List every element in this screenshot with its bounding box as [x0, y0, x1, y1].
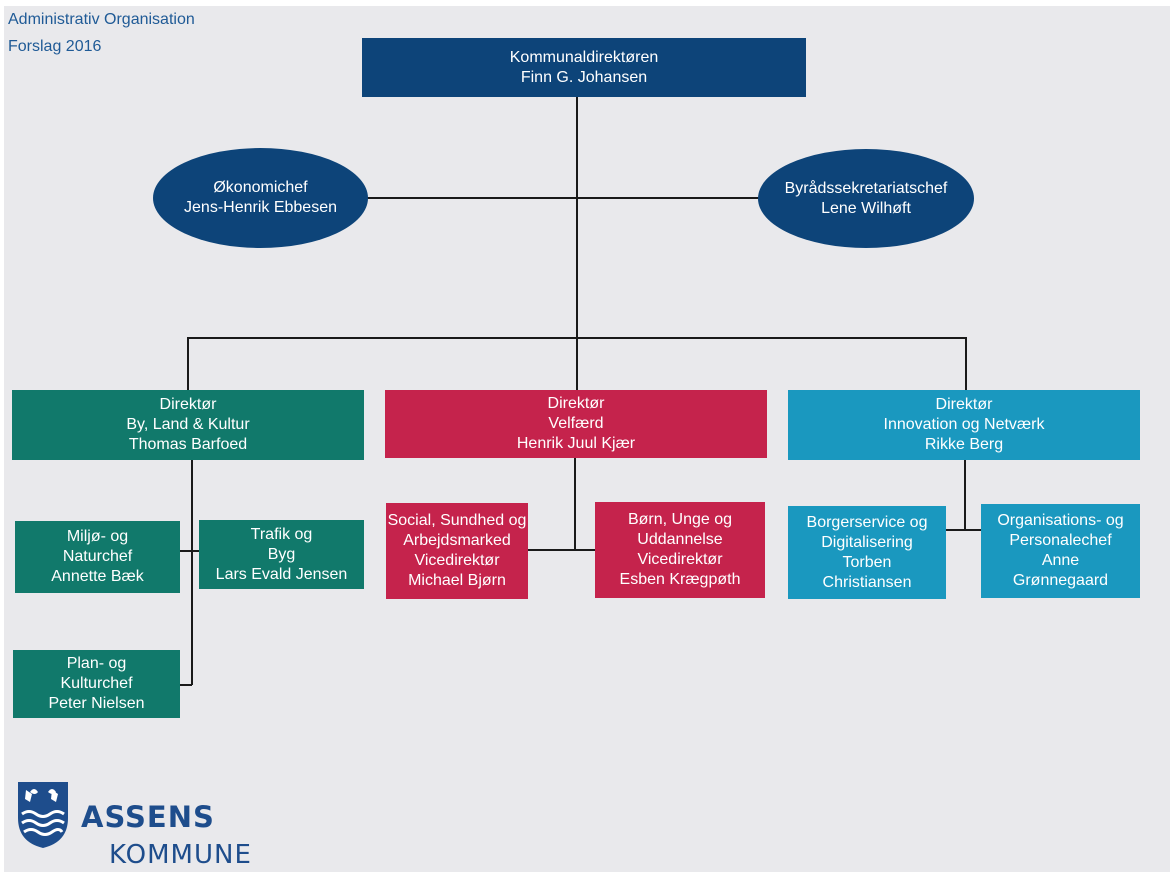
director-name: Thomas Barfoed — [128, 436, 248, 453]
unit-line: Børn, Unge og — [627, 511, 733, 528]
oval-title: Byrådssekretariatschef — [784, 179, 948, 197]
connector-director-left — [187, 337, 189, 391]
unit-line: Michael Bjørn — [408, 572, 506, 589]
director-name: Rikke Berg — [924, 436, 1004, 453]
connector-red-vertical — [574, 458, 576, 550]
unit-line: Grønnegaard — [1012, 572, 1109, 589]
borgerservice-box: Borgerservice og Digitalisering Torben C… — [788, 506, 946, 599]
born-unge-box: Børn, Unge og Uddannelse Vicedirektør Es… — [595, 502, 765, 598]
oval-name: Jens-Henrik Ebbesen — [184, 199, 337, 216]
director-by-land-kultur-box: Direktør By, Land & Kultur Thomas Barfoe… — [12, 390, 364, 460]
unit-line: Naturchef — [62, 548, 133, 565]
oval-title: Økonomichef — [213, 179, 308, 196]
box-name: Finn G. Johansen — [520, 68, 648, 86]
byradssekretariatschef-oval: Byrådssekretariatschef Lene Wilhøft — [758, 149, 974, 248]
trafik-byg-box: Trafik og Byg Lars Evald Jensen — [199, 520, 364, 589]
unit-line: Personalechef — [1009, 532, 1112, 549]
plan-kulturchef-box: Plan- og Kulturchef Peter Nielsen — [13, 650, 180, 718]
unit-line: Peter Nielsen — [48, 695, 145, 712]
oval-name: Lene Wilhøft — [821, 199, 911, 217]
director-innovation-box: Direktør Innovation og Netværk Rikke Ber… — [788, 390, 1140, 460]
unit-line: Anne — [1041, 552, 1080, 569]
unit-line: Organisations- og — [997, 512, 1124, 529]
connector-teal-vertical — [964, 460, 966, 530]
connector-green-row1 — [180, 550, 200, 552]
unit-line: Torben — [842, 553, 892, 571]
connector-green-vertical — [191, 460, 193, 685]
unit-line: Miljø- og — [66, 528, 129, 545]
box-title: Kommunaldirektøren — [509, 48, 659, 66]
connector-staff-horizontal — [360, 197, 765, 199]
crest-icon — [18, 782, 68, 848]
social-sundhed-box: Social, Sundhed og Arbejdsmarked Vicedir… — [386, 503, 528, 599]
unit-line: Lars Evald Jensen — [215, 565, 348, 583]
organisation-personalechef-box: Organisations- og Personalechef Anne Grø… — [981, 504, 1140, 598]
director-name: Henrik Juul Kjær — [516, 435, 636, 452]
connector-red-horizontal — [528, 549, 595, 551]
unit-line: Byg — [267, 545, 296, 563]
kommunaldirektor-box: Kommunaldirektøren Finn G. Johansen — [362, 38, 806, 97]
chart-title: Administrativ Organisation — [8, 11, 195, 28]
unit-line: Vicedirektør — [637, 551, 723, 568]
unit-line: Annette Bæk — [51, 568, 144, 585]
unit-line: Uddannelse — [637, 531, 723, 548]
connector-teal-horizontal — [946, 529, 982, 531]
connector-director-center — [576, 337, 578, 391]
miljo-naturchef-box: Miljø- og Naturchef Annette Bæk — [15, 521, 180, 593]
unit-line: Borgerservice og — [806, 513, 928, 531]
chart-subtitle: Forslag 2016 — [8, 38, 102, 55]
director-area: Velfærd — [548, 415, 604, 432]
director-role: Direktør — [547, 395, 605, 412]
unit-line: Christiansen — [822, 573, 912, 591]
connector-director-right — [965, 337, 967, 391]
director-area: By, Land & Kultur — [126, 416, 250, 433]
unit-line: Esben Krægpøth — [619, 571, 741, 588]
unit-line: Arbejdsmarked — [403, 532, 511, 549]
director-area: Innovation og Netværk — [883, 416, 1045, 433]
unit-line: Vicedirektør — [414, 552, 500, 569]
okonomichef-oval: Økonomichef Jens-Henrik Ebbesen — [153, 148, 368, 248]
unit-line: Kulturchef — [60, 675, 133, 692]
logo-text-kommune: KOMMUNE — [109, 840, 252, 870]
director-role: Direktør — [159, 396, 217, 413]
unit-line: Digitalisering — [821, 533, 913, 551]
logo-text-assens: ASSENS — [81, 800, 215, 834]
connector-main-vertical — [576, 97, 578, 337]
unit-line: Plan- og — [66, 655, 127, 672]
unit-line: Trafik og — [250, 525, 313, 543]
director-role: Direktør — [935, 396, 993, 413]
unit-line: Social, Sundhed og — [387, 512, 527, 529]
connector-green-row2 — [180, 684, 192, 686]
director-velfaerd-box: Direktør Velfærd Henrik Juul Kjær — [385, 390, 767, 458]
assens-kommune-logo: ASSENS KOMMUNE — [14, 780, 274, 875]
